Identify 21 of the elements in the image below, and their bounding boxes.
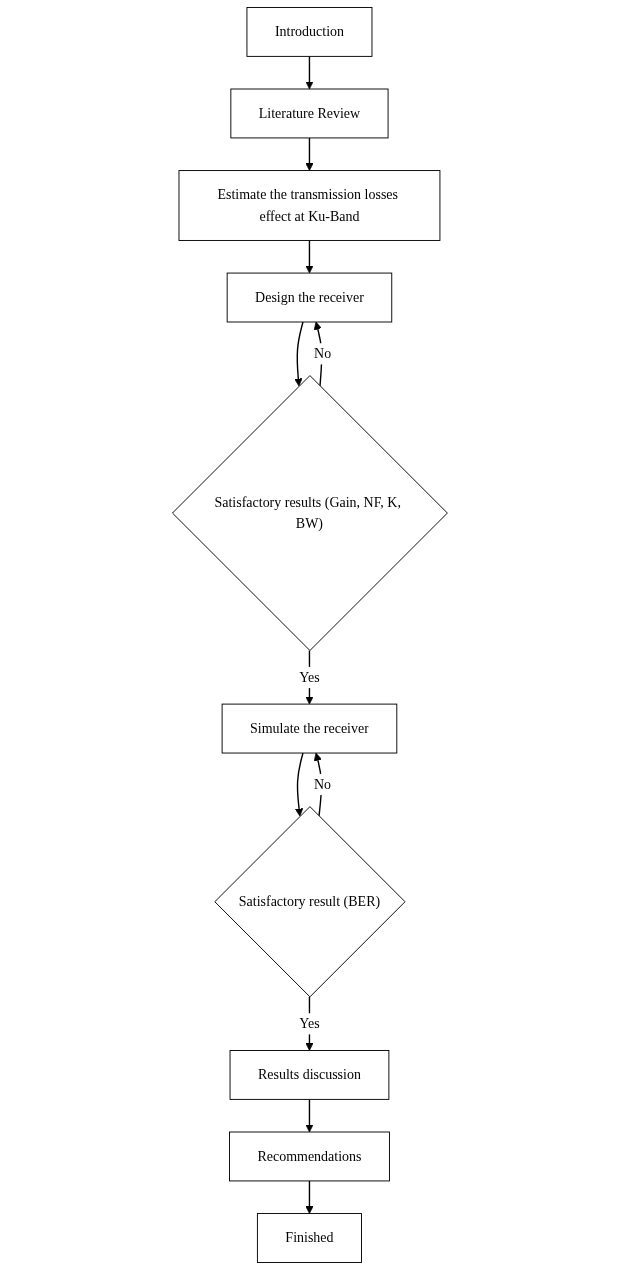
node-diamond: Satisfactory results (Gain, NF, K, BW) bbox=[172, 375, 448, 651]
arrow bbox=[305, 1098, 314, 1133]
arrow bbox=[294, 321, 304, 387]
node-box: Literature Review bbox=[230, 88, 389, 139]
arrow bbox=[295, 752, 304, 817]
node-box: Estimate the transmission losses effect at Ku-Band bbox=[178, 170, 441, 241]
node-box: Design the receiver bbox=[226, 272, 393, 323]
node-box: Finished bbox=[257, 1213, 363, 1263]
arrow bbox=[305, 1180, 314, 1214]
arrow bbox=[305, 55, 314, 90]
node-box: Simulate the receiver bbox=[221, 703, 398, 754]
node-box: Introduction bbox=[246, 7, 373, 57]
arrow bbox=[305, 137, 314, 171]
edge-label: Yes bbox=[299, 1015, 320, 1031]
edge-label: No bbox=[314, 776, 332, 792]
node-box: Results discussion bbox=[229, 1050, 390, 1100]
arrow bbox=[305, 239, 314, 274]
node-diamond: Satisfactory result (BER) bbox=[214, 806, 406, 998]
edge-label: Yes bbox=[299, 669, 320, 685]
node-box: Recommendations bbox=[229, 1131, 390, 1182]
edge-label: No bbox=[314, 345, 332, 361]
